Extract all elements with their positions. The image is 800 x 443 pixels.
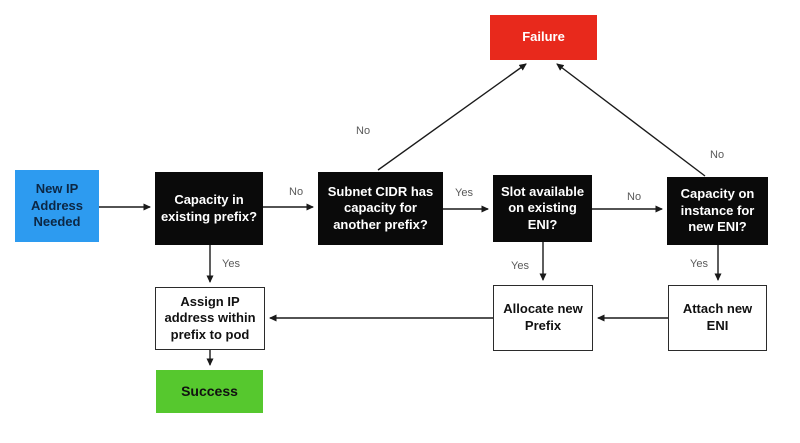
edge-label-capacity-no: No: [289, 186, 304, 198]
node-assign-ip-to-pod: Assign IP address within prefix to pod: [155, 287, 265, 350]
node-slot-available-eni: Slot available on existing ENI?: [493, 175, 592, 242]
edge-label-capacity-yes: Yes: [222, 258, 240, 270]
edge-label-subnet-yes: Yes: [455, 187, 473, 199]
node-allocate-new-prefix: Allocate new Prefix: [493, 285, 593, 351]
node-new-ip-needed: New IP Address Needed: [15, 170, 99, 242]
edge-label-subnet-no-to-failure: No: [356, 125, 371, 137]
node-subnet-cidr-capacity: Subnet CIDR has capacity for another pre…: [318, 172, 443, 245]
arrow-subnet-to-failure: [377, 63, 527, 171]
edge-label-slot-no: No: [627, 191, 642, 203]
node-capacity-existing-prefix: Capacity in existing prefix?: [155, 172, 263, 245]
node-success: Success: [156, 370, 263, 413]
edge-label-instance-no-to-failure: No: [710, 149, 725, 161]
edge-label-instance-yes: Yes: [690, 258, 708, 270]
arrow-instance-to-failure: [556, 63, 706, 177]
node-failure: Failure: [490, 15, 597, 60]
node-attach-new-eni: Attach new ENI: [668, 285, 767, 351]
edge-label-slot-yes: Yes: [511, 260, 529, 272]
node-capacity-instance-new-eni: Capacity on instance for new ENI?: [667, 177, 768, 245]
